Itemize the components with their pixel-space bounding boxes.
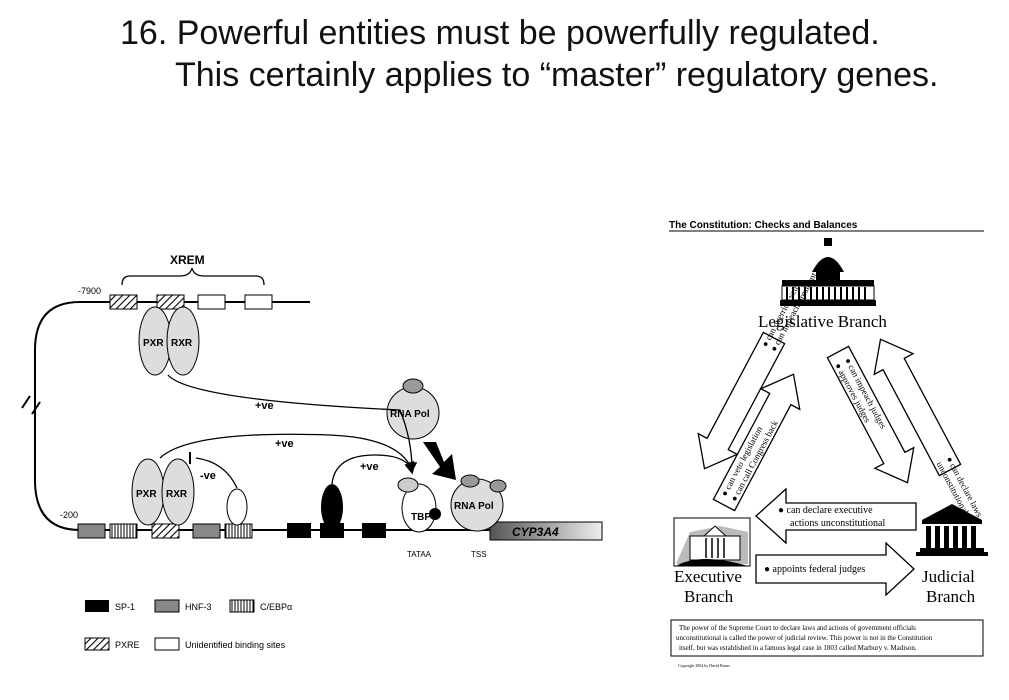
executive-label-2: Branch (684, 587, 734, 606)
unidentified-site (244, 294, 273, 310)
position-far: -7900 (78, 286, 101, 296)
checks-balances-diagram: The Constitution: Checks and Balances Le… (669, 220, 988, 668)
pxre-site (109, 294, 138, 310)
note-line: itself, but was established in a famous … (679, 644, 917, 652)
gene-legend: SP-1 HNF-3 C/EBPα PXRE Unidentified bind… (84, 599, 292, 651)
white-house-icon (673, 517, 751, 567)
recruitment-arrow (423, 442, 456, 480)
sp1-site (362, 523, 386, 538)
legend-unidentified: Unidentified binding sites (185, 640, 286, 650)
pxre-site (156, 294, 185, 310)
cebp-site (109, 523, 138, 539)
hnf3-site (192, 523, 221, 539)
cebp-protein (226, 488, 248, 526)
rxr-label: RXR (166, 489, 188, 500)
cebp-site (224, 523, 253, 539)
legislative-label: Legislative Branch (758, 312, 887, 331)
judicial-label-1: Judicial (922, 567, 975, 586)
slide-title: 16. Powerful entities must be powerfully… (120, 12, 938, 96)
capitol-icon (780, 238, 876, 306)
legend-hnf3: HNF-3 (185, 602, 212, 612)
legend-pxre: PXRE (115, 640, 140, 650)
position-near: -200 (60, 510, 78, 520)
arrow-exec-to-jud: ● appoints federal judges (755, 541, 915, 597)
sp1-site (287, 523, 311, 538)
pxr-label: PXR (136, 489, 157, 500)
xrem-label: XREM (170, 253, 205, 267)
gene-box (489, 521, 603, 541)
rxr-protein (166, 306, 200, 376)
copyright: Copyright 2004 by David Burns (678, 663, 730, 668)
minus-ve-label: -ve (200, 470, 216, 482)
arrow-text: ● can declare executive (778, 505, 873, 516)
judicial-label-2: Branch (926, 587, 976, 606)
legend-sp1: SP-1 (115, 602, 135, 612)
rxr-label: RXR (171, 338, 193, 349)
unidentified-site (197, 294, 226, 310)
sp1-site (320, 523, 344, 538)
arrow-text: ● appoints federal judges (764, 564, 865, 575)
note-line: The power of the Supreme Court to declar… (679, 624, 916, 632)
gene-regulation-diagram: -7900 -200 XREM PXR RXR CYP3A4 PXR RXR (21, 253, 603, 651)
tbp-label: TBP (411, 512, 431, 523)
tss-label: TSS (471, 550, 487, 559)
arrow-text: actions unconstitutional (790, 518, 885, 529)
judicial-review-note (670, 619, 984, 657)
hnf3-site (77, 523, 106, 539)
sp1-protein (321, 484, 343, 530)
rxr-protein (161, 458, 195, 526)
plus-ve-label: +ve (255, 400, 274, 412)
title-line-1: 16. Powerful entities must be powerfully… (120, 14, 880, 52)
title-line-2: This certainly applies to “master” regul… (175, 56, 939, 94)
gene-label: CYP3A4 (512, 525, 559, 539)
arrow-jud-to-exec: ● can declare executive actions unconsti… (755, 487, 917, 545)
tbp-protein (401, 483, 437, 533)
constitution-title: The Constitution: Checks and Balances (669, 220, 858, 231)
pxr-label: PXR (143, 338, 164, 349)
pxre-site (151, 523, 180, 539)
executive-label-1: Executive (674, 567, 742, 586)
tataa-label: TATAA (407, 550, 432, 559)
rna-pol-label: RNA Pol (454, 501, 494, 512)
plus-ve-label: +ve (275, 438, 294, 450)
legend-cebp: C/EBPα (260, 602, 292, 612)
supreme-court-icon (916, 504, 988, 556)
plus-ve-label: +ve (360, 461, 379, 473)
rna-pol-label: RNA Pol (390, 409, 430, 420)
note-line: unconstitutional is called the power of … (676, 634, 933, 642)
